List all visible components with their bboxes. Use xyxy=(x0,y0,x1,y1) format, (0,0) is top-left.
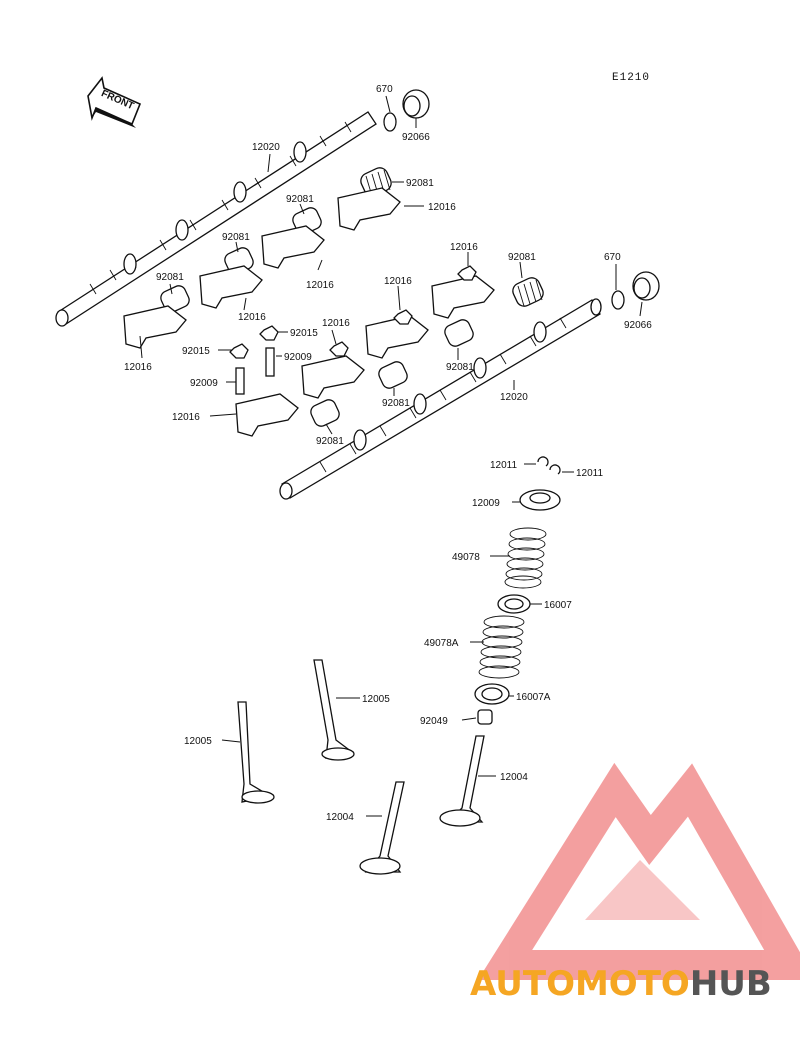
label-92081-d: 92081 xyxy=(156,272,184,283)
label-92081-f: 92081 xyxy=(508,252,536,263)
label-12009: 12009 xyxy=(472,498,500,509)
label-92015-a: 92015 xyxy=(182,346,210,357)
label-670-lower: 670 xyxy=(604,252,621,263)
label-12020-upper: 12020 xyxy=(252,142,280,153)
part-labels: 670 92066 12020 92081 12016 92081 92081 … xyxy=(124,84,652,823)
intake-valve-lower xyxy=(359,781,405,875)
plug-92066-lower xyxy=(632,271,660,301)
label-12016-e: 12016 xyxy=(172,412,200,423)
watermark-part2: HUB xyxy=(690,964,772,1004)
intake-valve-upper xyxy=(439,735,485,827)
label-12005-right: 12005 xyxy=(362,694,390,705)
label-92009-b: 92009 xyxy=(284,352,312,363)
camshaft-upper xyxy=(55,111,377,327)
label-12020-lower: 12020 xyxy=(500,392,528,403)
label-12016-g: 12016 xyxy=(384,276,412,287)
diagram-code: E1210 xyxy=(612,72,650,84)
label-12004-left: 12004 xyxy=(326,812,354,823)
spring-retainer-12009 xyxy=(519,489,561,511)
label-92081-h: 92081 xyxy=(382,398,410,409)
o-ring-670-upper xyxy=(383,112,397,132)
inner-spring-49078A xyxy=(478,615,525,679)
label-92081-b: 92081 xyxy=(286,194,314,205)
label-92015-b: 92015 xyxy=(290,328,318,339)
label-12016-f: 12016 xyxy=(450,242,478,253)
plug-92066-upper xyxy=(402,89,430,119)
nut-and-screw-group xyxy=(229,265,477,395)
spring-seat-16007A xyxy=(474,683,510,705)
camshaft-lower xyxy=(279,298,602,500)
spring-seat-16007 xyxy=(497,594,531,614)
label-92049: 92049 xyxy=(420,716,448,727)
watermark-text: AUTOMOTOHUB xyxy=(470,964,772,1004)
automotohub-logo xyxy=(477,762,800,980)
label-12005-left: 12005 xyxy=(184,736,212,747)
watermark-part1: AUTOMOTO xyxy=(470,964,690,1004)
label-92081-e: 92081 xyxy=(316,436,344,447)
oil-seal-92049 xyxy=(477,709,493,725)
label-92066-upper: 92066 xyxy=(402,132,430,143)
rocker-arm-group xyxy=(123,187,495,437)
label-92081-g: 92081 xyxy=(446,362,474,373)
label-92081-a: 92081 xyxy=(406,178,434,189)
label-92066-lower: 92066 xyxy=(624,320,652,331)
label-16007: 16007 xyxy=(544,600,572,611)
label-12011-a: 12011 xyxy=(490,460,518,471)
front-arrow-icon: FRONT xyxy=(87,76,142,128)
label-670-upper: 670 xyxy=(376,84,393,95)
label-49078: 49078 xyxy=(452,552,480,563)
label-12004-right: 12004 xyxy=(500,772,528,783)
label-12011-b: 12011 xyxy=(576,468,604,479)
label-12016-a: 12016 xyxy=(428,202,456,213)
leader-lines xyxy=(139,95,643,817)
label-92081-c: 92081 xyxy=(222,232,250,243)
valve-cotter-12011 xyxy=(537,456,561,475)
label-12016-d: 12016 xyxy=(124,362,152,373)
outer-spring-49078 xyxy=(504,527,547,589)
o-ring-670-lower xyxy=(611,290,625,310)
exhaust-valve-right xyxy=(313,659,355,761)
label-12016-c: 12016 xyxy=(238,312,266,323)
label-12016-h: 12016 xyxy=(322,318,350,329)
label-12016-b: 12016 xyxy=(306,280,334,291)
exhaust-valve-left xyxy=(237,701,275,804)
label-49078A: 49078A xyxy=(424,638,459,649)
label-92009-a: 92009 xyxy=(190,378,218,389)
label-16007A: 16007A xyxy=(516,692,551,703)
